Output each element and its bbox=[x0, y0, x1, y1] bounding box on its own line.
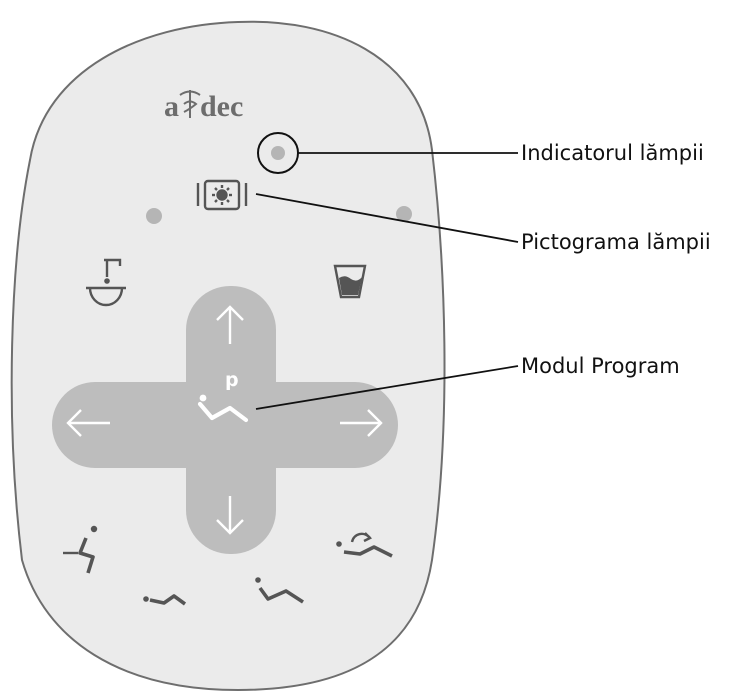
lamp-button[interactable] bbox=[196, 179, 248, 211]
callout-program-mode: Modul Program bbox=[521, 354, 680, 378]
left-status-led bbox=[146, 208, 162, 224]
dpad-horizontal-bar bbox=[52, 382, 398, 468]
callout-line-program-mode bbox=[255, 365, 519, 410]
preset-reclined-button[interactable] bbox=[255, 577, 304, 604]
logo-text-right: dec bbox=[200, 90, 243, 123]
dpad-right-button[interactable] bbox=[330, 395, 390, 451]
program-mode-label: p bbox=[225, 369, 239, 391]
dpad-left-button[interactable] bbox=[60, 395, 120, 451]
chair-dpad: p bbox=[52, 286, 398, 554]
callout-line-lamp-icon bbox=[255, 193, 519, 243]
callout-lamp-indicator: Indicatorul lămpii bbox=[521, 141, 704, 165]
logo-text-left: a bbox=[164, 90, 179, 123]
adec-logo: a dec bbox=[164, 90, 243, 123]
callout-lamp-icon: Pictograma lămpii bbox=[521, 230, 711, 254]
dpad-down-button[interactable] bbox=[200, 488, 260, 544]
program-mode-button[interactable]: p bbox=[197, 369, 249, 423]
caduceus-icon bbox=[179, 90, 201, 118]
lamp-sun-icon bbox=[212, 185, 232, 205]
bowl-rinse-button[interactable] bbox=[86, 258, 126, 307]
cup-fill-button[interactable] bbox=[333, 264, 367, 299]
preset-last-position-button[interactable] bbox=[336, 532, 393, 558]
preset-entry-exit-button[interactable] bbox=[63, 525, 98, 574]
reclined-chair-icon bbox=[197, 401, 249, 423]
lamp-indicator-led bbox=[271, 146, 285, 160]
preset-supine-button[interactable] bbox=[143, 594, 187, 606]
dpad-up-button[interactable] bbox=[200, 296, 260, 352]
right-status-led bbox=[396, 206, 412, 222]
